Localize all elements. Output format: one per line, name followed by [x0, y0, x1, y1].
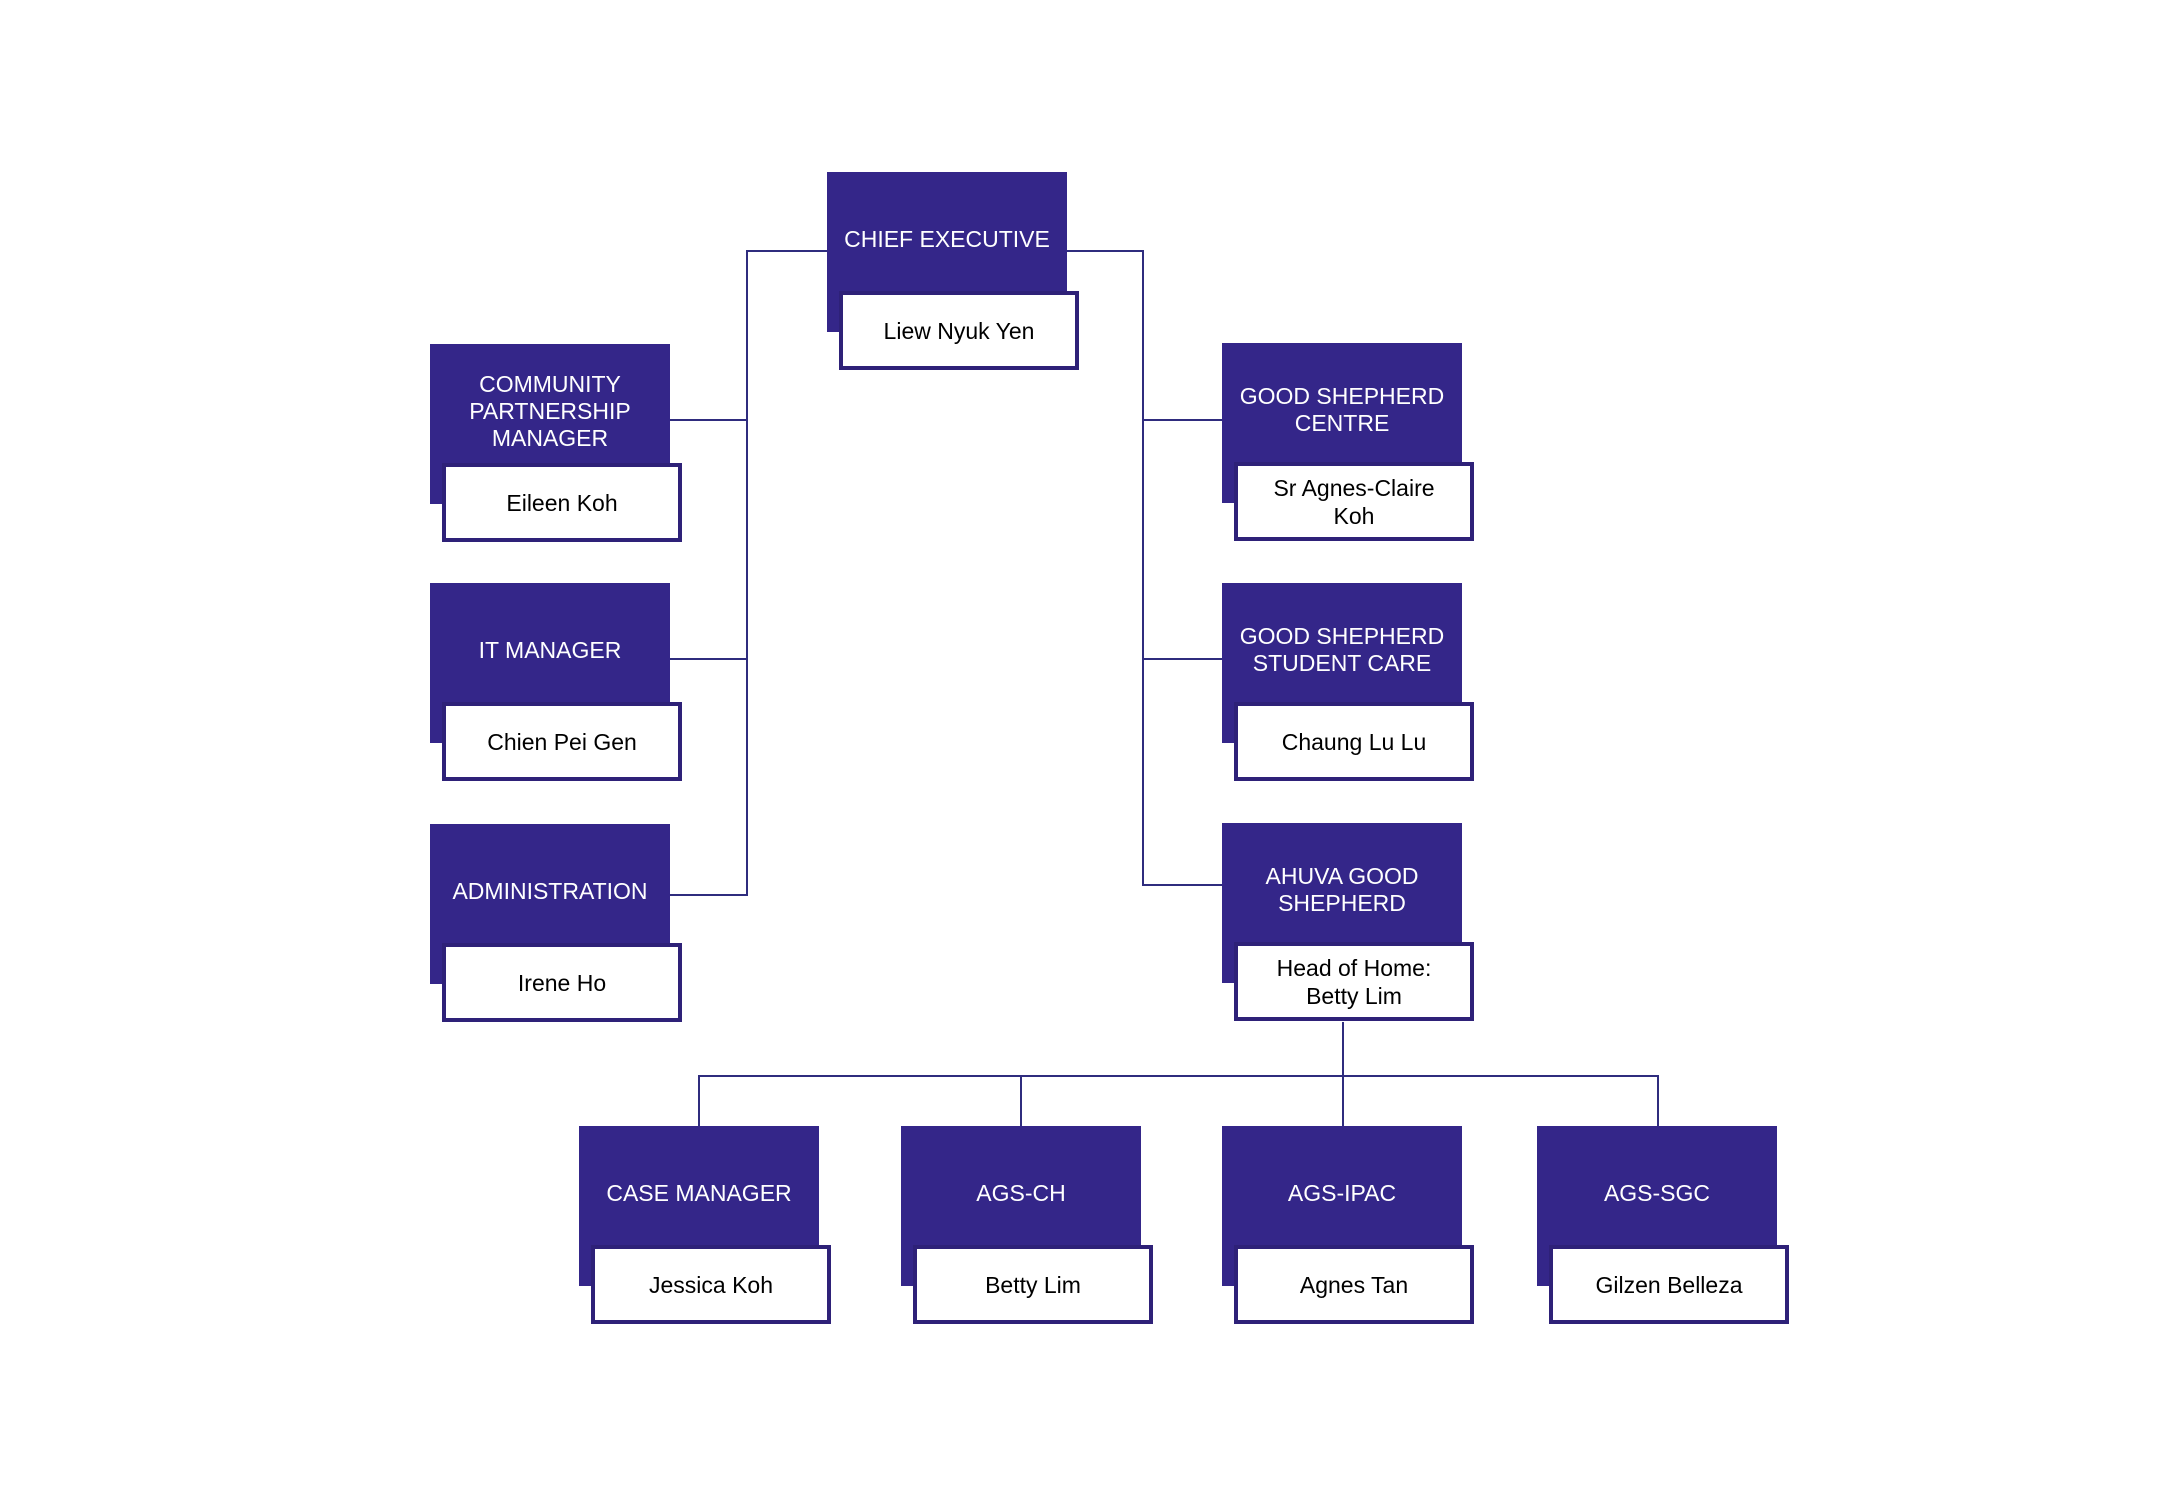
connector-stub-it [670, 658, 746, 660]
org-node-title: AGS-CH [976, 1179, 1066, 1206]
org-node-good-shepherd-student-care: GOOD SHEPHERD STUDENT CARE Chaung Lu Lu [1222, 583, 1474, 781]
org-node-name: Head of Home: Betty Lim [1276, 954, 1432, 1009]
org-node-ags-sgc: AGS-SGC Gilzen Belleza [1537, 1126, 1789, 1324]
org-node-name-box: Liew Nyuk Yen [839, 291, 1079, 370]
org-node-title: CHIEF EXECUTIVE [844, 225, 1050, 252]
org-node-ahuva-good-shepherd: AHUVA GOOD SHEPHERD Head of Home: Betty … [1222, 823, 1474, 1021]
org-node-name: Betty Lim [985, 1271, 1081, 1298]
org-node-name: Liew Nyuk Yen [883, 317, 1035, 344]
org-node-name-box: Head of Home: Betty Lim [1234, 942, 1474, 1021]
org-node-name-box: Chien Pei Gen [442, 702, 682, 781]
org-node-name: Irene Ho [517, 969, 607, 996]
connector-stub-ahuva [1142, 884, 1222, 886]
org-node-name-box: Jessica Koh [591, 1245, 831, 1324]
org-node-administration: ADMINISTRATION Irene Ho [430, 824, 682, 1022]
org-node-name: Sr Agnes-Claire Koh [1273, 474, 1435, 529]
org-node-title: CASE MANAGER [606, 1179, 792, 1206]
connector-bottom-horizontal [698, 1075, 1659, 1077]
org-node-name: Chaung Lu Lu [1281, 728, 1427, 755]
org-node-good-shepherd-centre: GOOD SHEPHERD CENTRE Sr Agnes-Claire Koh [1222, 343, 1474, 541]
connector-drop-agsipac [1342, 1075, 1344, 1126]
org-node-title: GOOD SHEPHERD STUDENT CARE [1239, 623, 1445, 676]
org-node-name: Chien Pei Gen [487, 728, 637, 755]
org-node-name: Jessica Koh [648, 1271, 773, 1298]
org-node-ags-ch: AGS-CH Betty Lim [901, 1126, 1153, 1324]
org-node-title: AHUVA GOOD SHEPHERD [1265, 863, 1419, 916]
org-node-title: AGS-IPAC [1287, 1179, 1397, 1206]
connector-ce-left [746, 250, 827, 252]
org-node-community-partnership-manager: COMMUNITY PARTNERSHIP MANAGER Eileen Koh [430, 344, 682, 542]
org-node-name-box: Eileen Koh [442, 463, 682, 542]
org-node-title: GOOD SHEPHERD CENTRE [1239, 383, 1445, 436]
org-node-ags-ipac: AGS-IPAC Agnes Tan [1222, 1126, 1474, 1324]
org-node-case-manager: CASE MANAGER Jessica Koh [579, 1126, 831, 1324]
connector-ce-right [1067, 250, 1144, 252]
org-node-name: Agnes Tan [1299, 1271, 1409, 1298]
org-node-name-box: Betty Lim [913, 1245, 1153, 1324]
connector-stub-gssc [1142, 658, 1222, 660]
org-node-name-box: Sr Agnes-Claire Koh [1234, 462, 1474, 541]
org-node-name-box: Agnes Tan [1234, 1245, 1474, 1324]
connector-drop-case [698, 1075, 700, 1126]
connector-drop-agssgc [1657, 1075, 1659, 1126]
org-node-name-box: Gilzen Belleza [1549, 1245, 1789, 1324]
org-node-name: Eileen Koh [506, 489, 618, 516]
org-node-chief-executive: CHIEF EXECUTIVE Liew Nyuk Yen [827, 172, 1079, 370]
org-node-it-manager: IT MANAGER Chien Pei Gen [430, 583, 682, 781]
connector-left-vertical [746, 250, 748, 896]
org-node-title: IT MANAGER [478, 636, 622, 663]
org-node-name: Gilzen Belleza [1595, 1271, 1743, 1298]
connector-stub-cpm [670, 419, 746, 421]
connector-right-vertical [1142, 250, 1144, 886]
org-node-name-box: Chaung Lu Lu [1234, 702, 1474, 781]
org-node-title: ADMINISTRATION [452, 877, 648, 904]
connector-stub-gsc [1142, 419, 1222, 421]
connector-ahuva-drop [1342, 1022, 1344, 1077]
connector-stub-admin [670, 894, 746, 896]
org-node-name-box: Irene Ho [442, 943, 682, 1022]
org-node-title: AGS-SGC [1603, 1179, 1711, 1206]
org-node-title: COMMUNITY PARTNERSHIP MANAGER [469, 370, 631, 451]
connector-drop-agsch [1020, 1075, 1022, 1126]
